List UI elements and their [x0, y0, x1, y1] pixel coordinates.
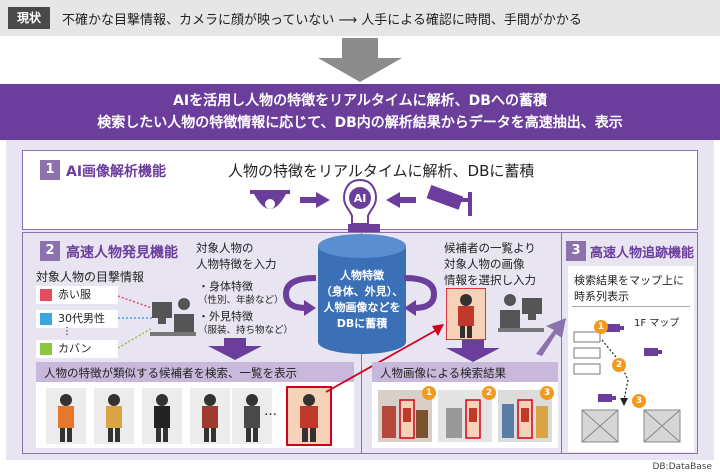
results-strip-title: 人物画像による検索結果 — [380, 365, 506, 381]
candidate-card[interactable] — [190, 388, 230, 444]
diagonal-arrow-icon — [532, 318, 566, 356]
down-arrow-results-icon — [446, 340, 500, 362]
appearance-feature-detail: （服装、持ち物など） — [198, 322, 293, 336]
solution-line-1: AIを活用し人物の特徴をリアルタイムに解析、DBへの蓄積 — [0, 90, 720, 112]
candidate-card[interactable] — [142, 388, 182, 444]
section-2-number: 2 — [40, 241, 60, 261]
map-camera-icon — [644, 348, 662, 356]
arrow-left-icon — [386, 192, 416, 208]
solution-line-2: 検索したい人物の特徴情報に応じて、DB内の解析結果からデータを高速抽出、表示 — [0, 112, 720, 134]
witness-tag-label: 赤い服 — [58, 288, 91, 301]
db-line-1: 人物特徴 — [318, 268, 406, 284]
operator-icon — [150, 292, 196, 340]
tracking-divider — [572, 306, 690, 307]
curved-arrow-to-db-icon — [276, 272, 320, 318]
section-3-number: 3 — [566, 241, 586, 261]
select-line-2: 対象人物の画像 — [444, 256, 525, 272]
section-3-title: 高速人物追跡機能 — [590, 242, 694, 261]
dome-camera-icon — [246, 184, 296, 220]
input-heading-2: 人物特徴を入力 — [196, 256, 277, 272]
footnote: DB:DataBase — [652, 462, 712, 472]
section-1-title: AI画像解析機能 — [66, 161, 166, 181]
select-line-1: 候補者の一覧より — [444, 240, 536, 256]
candidate-card[interactable] — [94, 388, 134, 444]
arrow-right-icon — [300, 192, 330, 208]
solution-banner: AIを活用し人物の特徴をリアルタイムに解析、DBへの蓄積 検索したい人物の特徴情… — [0, 84, 720, 140]
witness-tag-label: カバン — [58, 342, 92, 355]
section-1-number: 1 — [40, 160, 60, 180]
candidate-ellipsis: … — [264, 404, 277, 419]
witness-tag-age: 30代男性 — [36, 310, 118, 328]
db-line-2: （身体、外見）、 — [318, 284, 406, 300]
query-image — [446, 288, 486, 340]
down-arrow-strip-icon — [208, 338, 262, 360]
status-label: 現状 — [8, 7, 50, 29]
candidate-card[interactable] — [46, 388, 86, 444]
ai-head-icon: AI — [340, 176, 380, 228]
candidate-list — [46, 388, 276, 444]
map-badge-2: 2 — [612, 358, 626, 372]
map-badge-1: 1 — [594, 320, 608, 334]
candidate-strip-title: 人物の特徴が類似する候補者を検索、一覧を表示 — [44, 365, 297, 381]
witness-tag-red: 赤い服 — [36, 286, 118, 304]
witness-tag-label: 30代男性 — [58, 312, 105, 325]
result-badge-2: 2 — [482, 386, 496, 400]
map-camera-icon — [598, 394, 616, 402]
section-2-title: 高速人物発見機能 — [66, 242, 178, 262]
blue-swatch-icon — [40, 313, 52, 325]
input-heading-1: 対象人物の — [196, 240, 254, 256]
section-1-caption: 人物の特徴をリアルタイムに解析、DBに蓄積 — [228, 160, 534, 181]
dotted-connector-icon — [118, 290, 154, 352]
body-feature-detail: （性別、年齢など） — [198, 292, 284, 306]
witness-tag-bag: カバン — [36, 340, 118, 358]
tracking-desc-1: 検索結果をマップ上に — [574, 272, 684, 288]
map-badge-3: 3 — [632, 394, 646, 408]
witness-heading: 対象人物の目撃情報 — [36, 268, 144, 285]
curved-arrow-from-query-icon — [400, 272, 444, 318]
down-arrow-icon — [318, 38, 402, 82]
result-images — [378, 386, 554, 444]
status-text: 不確かな目撃情報、カメラに顔が映っていない ⟶ 人手による確認に時間、手間がかか… — [62, 9, 582, 28]
vertical-ellipsis: ⋮ — [62, 326, 72, 337]
tracking-desc-2: 時系列表示 — [574, 288, 629, 304]
box-camera-icon — [424, 184, 476, 220]
green-swatch-icon — [40, 343, 52, 355]
result-badge-1: 1 — [422, 386, 436, 400]
db-line-3: 人物画像などを — [318, 300, 406, 316]
select-line-3: 情報を選択し入力 — [444, 272, 536, 288]
map-camera-icon — [606, 324, 624, 332]
floor-map — [572, 318, 692, 448]
ai-label: AI — [354, 192, 367, 205]
result-badge-3: 3 — [540, 386, 554, 400]
red-swatch-icon — [40, 289, 52, 301]
